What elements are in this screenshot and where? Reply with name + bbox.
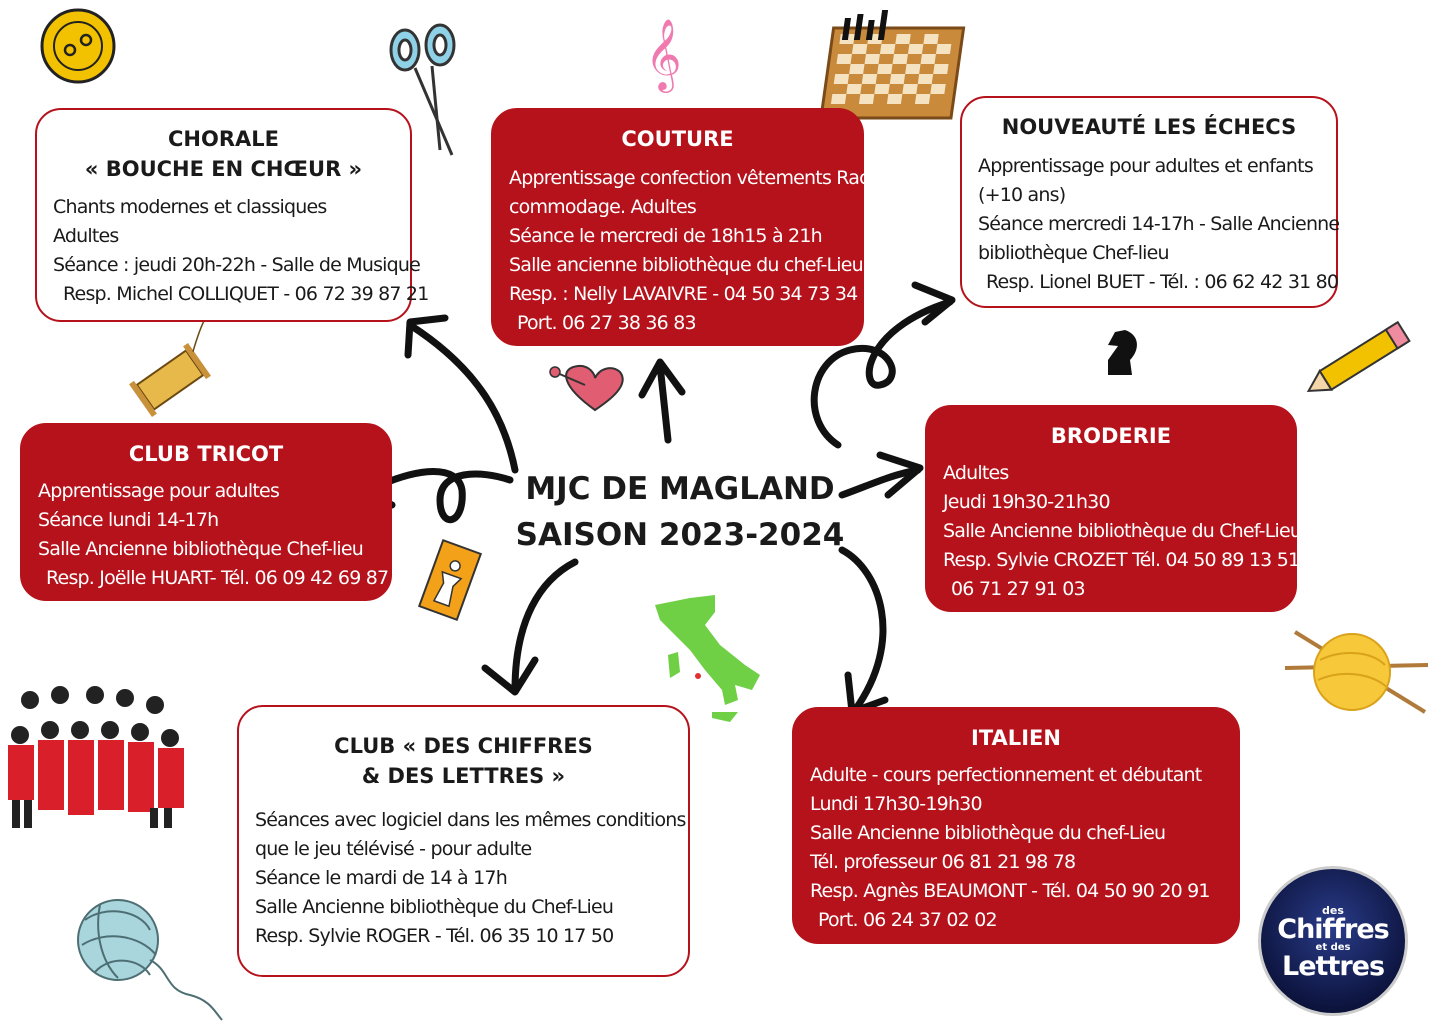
card-line: Adultes xyxy=(53,224,119,247)
pencil-icon xyxy=(1306,320,1411,393)
card-line: 06 71 27 91 03 xyxy=(951,578,1086,601)
card-line: Apprentissage confection vêtements Rac- xyxy=(509,167,876,190)
card-line: Resp. : Nelly LAVAIVRE - 04 50 34 73 34 xyxy=(509,283,858,306)
chiffres-lettres-logo: des Chiffres et des Lettres xyxy=(1258,866,1408,1016)
arrowhead-echecs xyxy=(911,281,956,326)
card-line: Adulte - cours perfectionnement et début… xyxy=(810,764,1202,787)
card-line: Séance : jeudi 20h-22h - Salle de Musiqu… xyxy=(53,253,421,276)
activity-card-tricot: CLUB TRICOT Apprentissage pour adultes S… xyxy=(20,423,392,601)
arrowhead-chorale xyxy=(404,314,449,359)
activity-card-italien: ITALIEN Adulte - cours perfectionnement … xyxy=(792,707,1240,944)
card-line: (+10 ans) xyxy=(978,184,1066,207)
card-line: Salle Ancienne bibliothèque du Chef-Lieu xyxy=(255,895,614,918)
chess-knight-icon xyxy=(1108,330,1137,375)
arrow-to-tricot xyxy=(361,468,514,524)
choir-icon xyxy=(8,686,184,828)
logo-line4: Lettres xyxy=(1281,951,1385,982)
scissors-icon xyxy=(389,23,456,156)
card-title: CLUB « DES CHIFFRES& DES LETTRES » xyxy=(334,734,593,789)
main-title: MJC DE MAGLAND SAISON 2023-2024 xyxy=(510,466,850,558)
main-title-line2: SAISON 2023-2024 xyxy=(515,517,845,553)
italy-map-icon xyxy=(655,595,760,722)
arrow-to-couture xyxy=(656,361,672,444)
logo-line3: et des xyxy=(1315,942,1351,953)
card-title: BRODERIE xyxy=(1050,424,1172,448)
card-line: Séance mercredi 14-17h - Salle Ancienne xyxy=(978,213,1340,236)
card-line: Séances avec logiciel dans les mêmes con… xyxy=(255,808,686,831)
arrowhead-broderie xyxy=(876,451,924,499)
card-title: ITALIEN xyxy=(971,726,1061,750)
card-line: Séance lundi 14-17h xyxy=(38,509,219,532)
logo-line1: des xyxy=(1322,904,1344,917)
chessboard-icon xyxy=(819,10,966,120)
activity-card-broderie: BRODERIE Adultes Jeudi 19h30-21h30 Salle… xyxy=(925,405,1327,612)
arrow-to-italien xyxy=(838,546,887,714)
card-line: Resp. Michel COLLIQUET - 06 72 39 87 21 xyxy=(63,282,429,305)
card-title: CHORALE« BOUCHE EN CHŒUR » xyxy=(84,127,363,182)
arrowhead-couture xyxy=(638,358,686,399)
card-line: que le jeu télévisé - pour adulte xyxy=(255,837,532,860)
card-line: Resp. Sylvie ROGER - Tél. 06 35 10 17 50 xyxy=(255,924,614,947)
card-line: Apprentissage pour adultes et enfants xyxy=(978,155,1314,178)
yarn-needles-icon xyxy=(1284,630,1429,714)
card-line: Séance le mardi de 14 à 17h xyxy=(255,866,508,889)
card-line: bibliothèque Chef-lieu xyxy=(978,242,1170,265)
activity-card-echecs: NOUVEAUTÉ LES ÉCHECS Apprentissage pour … xyxy=(960,96,1340,308)
card-line: Chants modernes et classiques xyxy=(53,195,327,218)
card-line: Tél. professeur 06 81 21 98 78 xyxy=(810,851,1076,874)
card-line: commodage. Adultes xyxy=(509,196,697,219)
logo-line2: Chiffres xyxy=(1277,914,1389,945)
card-line: Salle Ancienne bibliothèque Chef-lieu xyxy=(38,538,364,561)
activity-card-chorale: CHORALE« BOUCHE EN CHŒUR » Chants modern… xyxy=(35,108,429,322)
card-line: Séance le mercredi de 18h15 à 21h xyxy=(509,225,823,248)
treble-clef-icon: 𝄞 xyxy=(645,17,682,93)
heart-pincushion-icon xyxy=(549,364,624,412)
card-title: CLUB TRICOT xyxy=(128,442,284,466)
card-line: Port. 06 24 37 02 02 xyxy=(818,909,998,932)
arrow-to-chorale xyxy=(406,321,519,474)
yarn-ball-icon xyxy=(77,899,223,1021)
card-line: Port. 06 27 38 36 83 xyxy=(517,312,697,335)
card-line: Salle ancienne bibliothèque du chef-Lieu xyxy=(509,254,864,277)
main-title-line1: MJC DE MAGLAND xyxy=(525,471,835,507)
card-line: Resp. Sylvie CROZET Tél. 04 50 89 13 51 … xyxy=(943,549,1327,572)
arrowhead-chiffres xyxy=(481,656,539,696)
chess-king-icon xyxy=(417,538,483,622)
card-line: Resp. Lionel BUET - Tél. : 06 62 42 31 8… xyxy=(986,271,1339,294)
card-line: Apprentissage pour adultes xyxy=(38,480,280,503)
card-line: Resp. Joëlle HUART- Tél. 06 09 42 69 87 xyxy=(46,567,389,590)
arrow-to-chiffres xyxy=(511,558,579,694)
card-title: COUTURE xyxy=(621,127,734,151)
card-line: Salle Ancienne bibliothèque du Chef-Lieu xyxy=(943,520,1302,543)
button-icon xyxy=(40,8,116,84)
activity-card-chiffres-lettres: CLUB « DES CHIFFRES& DES LETTRES » Séanc… xyxy=(237,705,690,977)
card-line: Adultes xyxy=(943,462,1009,485)
thread-spool-icon xyxy=(129,301,220,418)
card-line: Jeudi 19h30-21h30 xyxy=(943,491,1111,514)
card-line: Salle Ancienne bibliothèque du chef-Lieu xyxy=(810,822,1166,845)
card-line: Resp. Agnès BEAUMONT - Tél. 04 50 90 20 … xyxy=(810,880,1211,903)
arrow-to-echecs xyxy=(810,298,954,449)
card-title: NOUVEAUTÉ LES ÉCHECS xyxy=(1001,115,1297,139)
activity-card-couture: COUTURE Apprentissage confection vêtemen… xyxy=(491,108,876,346)
card-line: Lundi 17h30-19h30 xyxy=(810,793,983,816)
